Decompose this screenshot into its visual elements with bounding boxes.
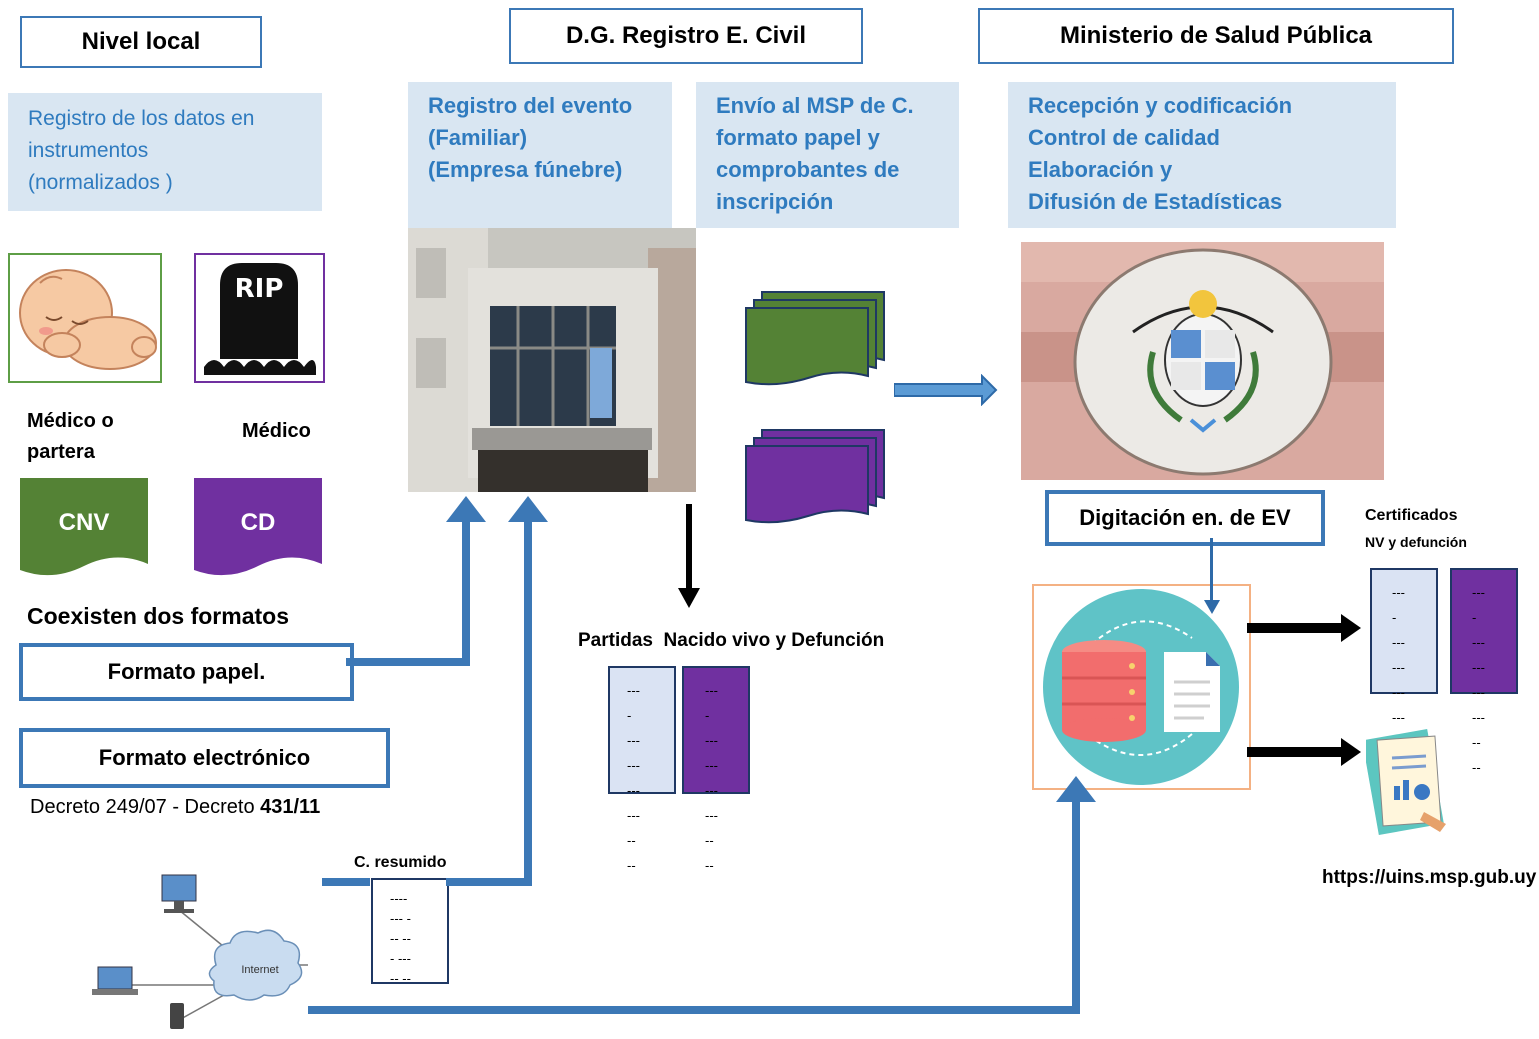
formato-electronico-box: Formato electrónico xyxy=(19,728,390,788)
arrow-down-partidas xyxy=(678,504,700,608)
header-dg-registro: D.G. Registro E. Civil xyxy=(509,8,863,64)
header-nivel-local: Nivel local xyxy=(20,16,262,68)
caption-medico-partera: Médico o partera xyxy=(27,406,114,468)
msp-seal-image xyxy=(1021,242,1384,480)
green-documents-stack xyxy=(745,291,885,386)
panel-line: Registro de los datos en xyxy=(28,107,255,130)
panel-line: (normalizados ) xyxy=(28,171,173,194)
partidas-def-dashes: --- - --- --- --- --- -- -- xyxy=(705,683,718,873)
panel-line: (Familiar) xyxy=(428,125,528,150)
internet-label: Internet xyxy=(241,964,278,976)
panel-line: Recepción y codificación xyxy=(1028,93,1293,118)
caption-partidas: Partidas Nacido vivo y Defunción xyxy=(578,630,885,651)
decreto-number: 431/11 xyxy=(260,796,321,818)
database-sync-icon xyxy=(1043,589,1239,785)
arrow-digitacion-to-db xyxy=(1204,538,1220,614)
caption-c-resumido: C. resumido xyxy=(354,854,447,871)
database-card xyxy=(1032,584,1251,790)
c-resumido-dashes: ---- --- - -- -- - --- -- -- xyxy=(390,891,411,986)
partidas-nv-doc xyxy=(608,666,676,794)
header-msp: Ministerio de Salud Pública xyxy=(978,8,1454,64)
arrow-to-msp xyxy=(894,374,998,406)
panel-line: (Empresa fúnebre) xyxy=(428,157,623,182)
decreto-text: Decreto 249/07 - Decreto 431/11 xyxy=(30,796,320,819)
panel-registro-datos: Registro de los datos en instrumentos (n… xyxy=(8,93,322,211)
tombstone-icon: RIP xyxy=(204,263,316,375)
panel-line: Elaboración y xyxy=(1028,157,1173,182)
purple-documents-stack xyxy=(745,429,885,524)
caption-medico: Médico xyxy=(242,420,311,442)
digitacion-box: Digitación en. de EV xyxy=(1045,490,1325,546)
caption-certificados: Certificados xyxy=(1365,507,1458,524)
baby-card xyxy=(8,253,162,383)
arrow-db-to-certificados xyxy=(1247,614,1361,642)
cert-nv-doc xyxy=(1370,568,1438,694)
cert-def-doc xyxy=(1450,568,1518,694)
panel-envio-msp: Envío al MSP de C. formato papel y compr… xyxy=(696,82,959,228)
panel-line: comprobantes de xyxy=(716,157,900,182)
sleeping-baby-icon xyxy=(19,269,157,370)
panel-line: formato papel y xyxy=(716,125,880,150)
panel-line: inscripción xyxy=(716,189,834,214)
panel-registro-evento: Registro del evento (Familiar) (Empresa … xyxy=(408,82,672,228)
partidas-nv-dashes: --- - --- --- --- --- -- -- xyxy=(627,683,640,873)
cert-def-dashes: --- - --- --- --- --- -- -- xyxy=(1472,585,1485,775)
msp-url[interactable]: https://uins.msp.gub.uy xyxy=(1322,867,1537,888)
panel-line: Envío al MSP de C. xyxy=(716,93,914,118)
panel-line: Control de calidad xyxy=(1028,125,1220,150)
panel-line: Difusión de Estadísticas xyxy=(1028,189,1283,214)
caption-line: partera xyxy=(27,441,95,463)
formato-papel-box: Formato papel. xyxy=(19,643,354,701)
caption-line: Médico o xyxy=(27,410,114,432)
cd-label: CD xyxy=(241,509,276,536)
cnv-form-shape: CNV xyxy=(20,478,148,576)
panel-line: instrumentos xyxy=(28,139,149,162)
caption-certificados-sub: NV y defunción xyxy=(1365,534,1467,550)
tombstone-card: RIP xyxy=(194,253,325,383)
panel-msp-tareas: Recepción y codificación Control de cali… xyxy=(1008,82,1396,228)
caption-coexisten: Coexisten dos formatos xyxy=(27,603,289,629)
internet-network-image: Internet xyxy=(84,855,308,1035)
arrow-db-to-report xyxy=(1247,738,1361,766)
cd-form-shape: CD xyxy=(194,478,322,576)
cnv-label: CNV xyxy=(59,509,110,536)
decreto-prefix: Decreto 249/07 - Decreto xyxy=(30,796,261,818)
partidas-def-doc xyxy=(682,666,750,794)
rip-label: RIP xyxy=(235,274,284,304)
panel-line: Registro del evento xyxy=(428,93,633,118)
registro-civil-building-image xyxy=(408,228,696,492)
report-document-icon xyxy=(1366,728,1446,836)
